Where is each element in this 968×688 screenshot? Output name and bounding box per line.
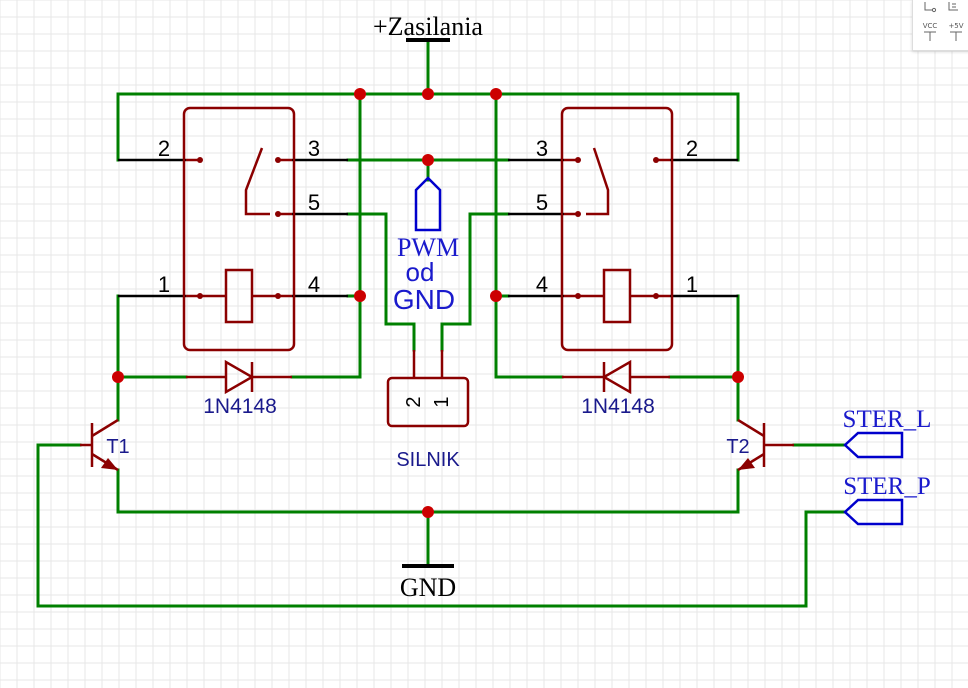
junction-dot bbox=[490, 88, 502, 100]
junctions bbox=[112, 88, 744, 518]
bus-icon bbox=[948, 2, 958, 11]
junction-dot bbox=[732, 371, 744, 383]
junction-dot bbox=[422, 154, 434, 166]
junction-dot bbox=[490, 290, 502, 302]
transistor-t2[interactable]: T2 bbox=[726, 418, 794, 472]
power-vcc-symbol[interactable]: +Zasilania bbox=[373, 12, 483, 42]
motor-connector[interactable]: 2 1 SILNIK bbox=[386, 350, 470, 471]
wire-left-inner-vert bbox=[290, 92, 362, 379]
relay-right-pin-label: 5 bbox=[536, 190, 548, 215]
vcc-tool-button[interactable]: VCC bbox=[919, 22, 941, 44]
relay-right-pin-label: 3 bbox=[536, 136, 548, 161]
relay-left-pin-label: 1 bbox=[158, 272, 170, 297]
vcc-tool-label: VCC bbox=[922, 22, 938, 30]
net-port-ster-p[interactable]: STER_P bbox=[843, 473, 931, 526]
transistor-t1[interactable]: T1 bbox=[80, 418, 130, 472]
plus5v-tool-button[interactable]: +5V bbox=[945, 22, 967, 44]
vcc-label: +Zasilania bbox=[373, 12, 483, 41]
vcc-icon bbox=[924, 31, 936, 41]
wire-right-inner-vert bbox=[494, 92, 564, 379]
wire-right-pin5 bbox=[440, 212, 510, 352]
diode-left-label: 1N4148 bbox=[203, 395, 277, 418]
pwm-net-port[interactable]: PWM od GND bbox=[393, 176, 459, 315]
relay-right-pin-label: 2 bbox=[686, 136, 698, 161]
junction-dot bbox=[354, 88, 366, 100]
power-gnd-symbol[interactable]: GND bbox=[400, 564, 456, 602]
gnd-label: GND bbox=[400, 573, 456, 602]
relay-left-pin-label: 5 bbox=[308, 190, 320, 215]
pwm-label-line2: od bbox=[406, 257, 435, 287]
motor-pin-label: 2 bbox=[403, 396, 425, 407]
symbol-toolbar: VCC +5V bbox=[912, 0, 968, 51]
junction-dot bbox=[422, 506, 434, 518]
pwm-label-line3: GND bbox=[393, 284, 455, 315]
bus-tool-button[interactable] bbox=[945, 0, 963, 14]
plus5v-tool-label: +5V bbox=[948, 22, 964, 30]
netflag-icon bbox=[924, 2, 937, 13]
plus5v-icon bbox=[950, 31, 962, 41]
junction-dot bbox=[354, 290, 366, 302]
relay-left-pin-label: 4 bbox=[308, 272, 320, 297]
motor-label: SILNIK bbox=[396, 449, 460, 471]
diode-right[interactable]: 1N4148 bbox=[562, 359, 670, 418]
junction-dot bbox=[422, 88, 434, 100]
pwm-label-line1: PWM bbox=[397, 233, 459, 262]
transistor-t2-label: T2 bbox=[726, 436, 749, 458]
diode-right-label: 1N4148 bbox=[581, 395, 655, 418]
motor-pin-label: 1 bbox=[431, 396, 453, 407]
net-label-ster-p: STER_P bbox=[843, 473, 931, 500]
relay-right-pin-label: 1 bbox=[686, 272, 698, 297]
wire-left-pin5 bbox=[346, 212, 416, 352]
diode-left[interactable]: 1N4148 bbox=[186, 359, 292, 418]
net-port-ster-l[interactable]: STER_L bbox=[843, 406, 932, 459]
relay-left[interactable]: 2 3 5 1 4 bbox=[158, 106, 320, 352]
relay-right[interactable]: 3 2 5 4 1 bbox=[536, 106, 698, 352]
junction-dot bbox=[112, 371, 124, 383]
relay-left-pin-label: 3 bbox=[308, 136, 320, 161]
net-label-ster-l: STER_L bbox=[843, 406, 932, 433]
relay-left-pin-label: 2 bbox=[158, 136, 170, 161]
transistor-t1-label: T1 bbox=[106, 436, 129, 458]
netflag-tool-button[interactable] bbox=[921, 0, 939, 14]
pin-stubs bbox=[118, 158, 738, 298]
relay-right-pin-label: 4 bbox=[536, 272, 548, 297]
wire-t1-base bbox=[36, 443, 847, 608]
